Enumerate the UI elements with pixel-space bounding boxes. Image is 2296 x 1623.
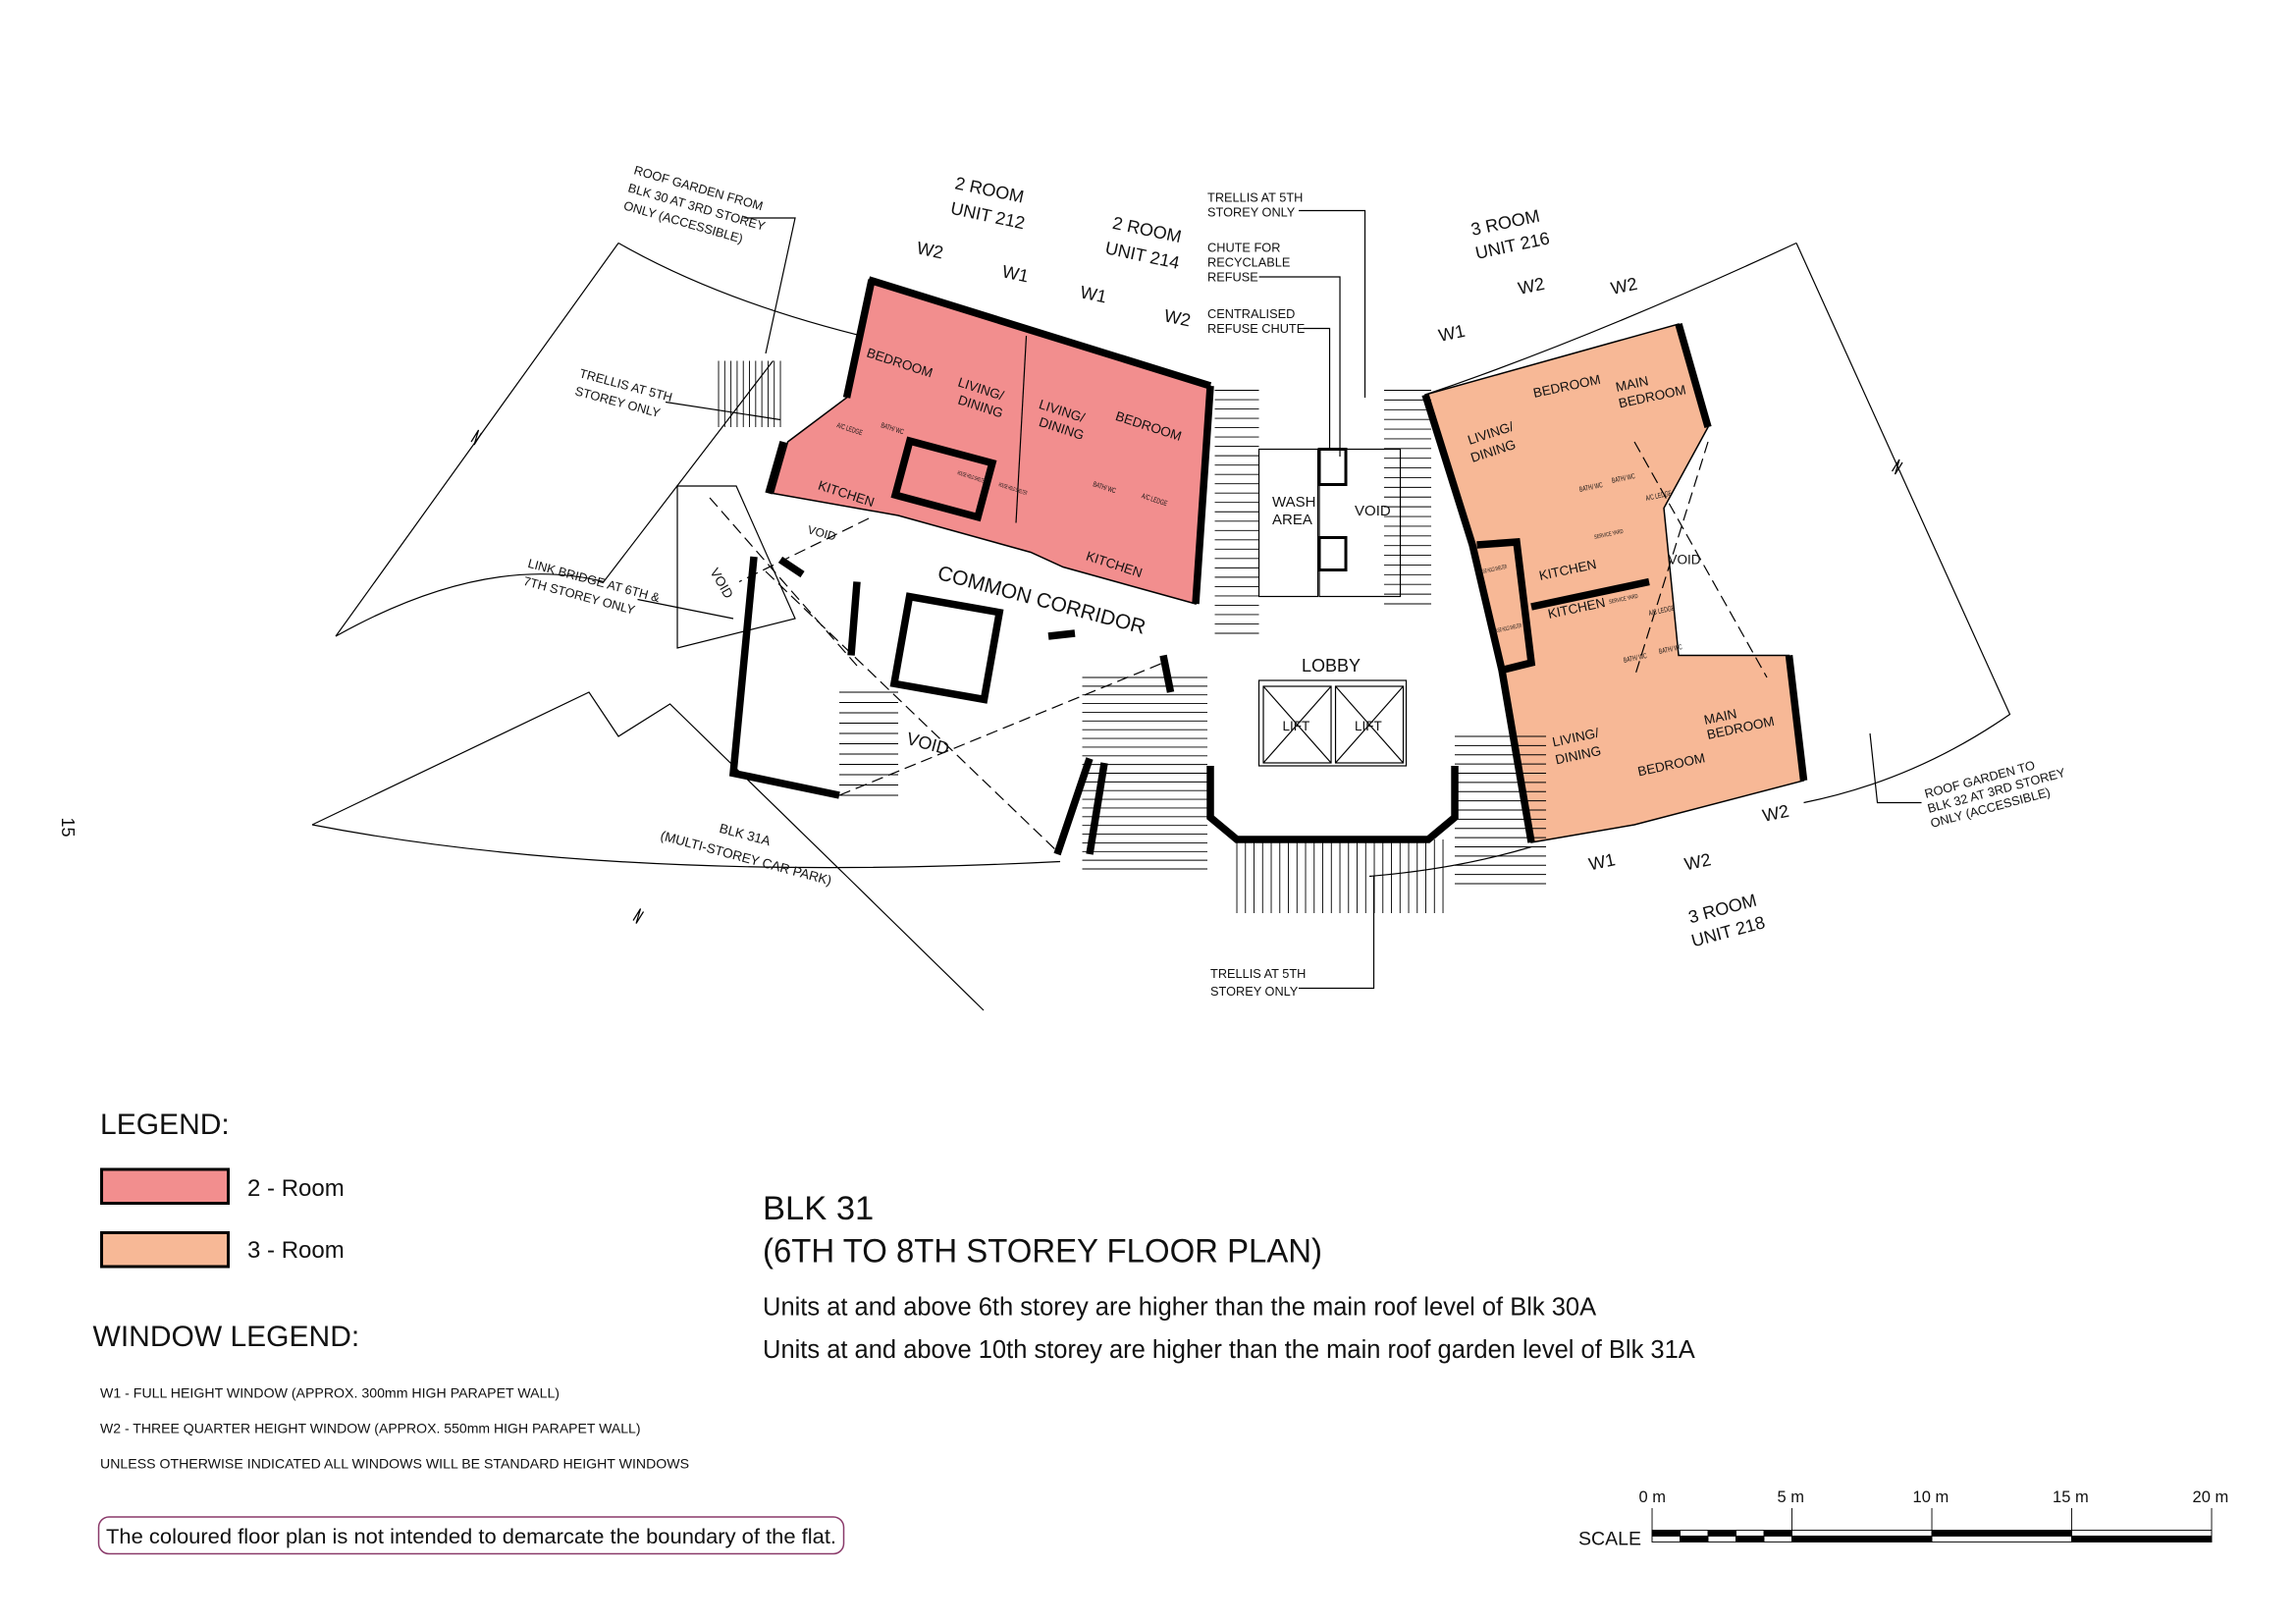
leader-lines xyxy=(637,209,1375,990)
page-number: 15 xyxy=(58,818,78,838)
legend-title: LEGEND: xyxy=(100,1109,230,1141)
plan-label: REFUSE CHUTE xyxy=(1207,321,1305,336)
plan-label: TRELLIS AT 5TH xyxy=(1210,966,1306,981)
plan-label: W1 xyxy=(1000,261,1031,286)
scale-label: SCALE xyxy=(1578,1529,1641,1550)
scale-tick-10: 10 m xyxy=(1913,1488,1949,1506)
scale-segment xyxy=(1791,1536,1933,1542)
plan-label: W2 xyxy=(1162,305,1193,330)
plan-label: MAIN xyxy=(1703,706,1738,728)
scale-bar: SCALE 0 m 5 m 10 m 15 m 20 m xyxy=(1578,1488,2228,1550)
scale-segment xyxy=(1651,1530,1681,1537)
plan-label: TRELLIS AT 5TH xyxy=(1207,190,1303,205)
plan-label: LIFT xyxy=(1283,719,1310,733)
plan-label: AREA xyxy=(1272,512,1312,528)
window-legend-w2: W2 - THREE QUARTER HEIGHT WINDOW (APPROX… xyxy=(100,1422,641,1437)
note-line-1: Units at and above 6th storey are higher… xyxy=(763,1294,1596,1322)
scale-segment xyxy=(1680,1536,1709,1542)
plan-label: MAIN xyxy=(1615,373,1650,395)
plan-label: RECYCLABLE xyxy=(1207,255,1290,270)
legend-label-3-room: 3 - Room xyxy=(247,1237,345,1264)
plan-label: VOID xyxy=(707,566,736,601)
plan-label: LIFT xyxy=(1355,719,1382,733)
plan-label: W2 xyxy=(1682,849,1713,874)
plan-label: W2 xyxy=(1609,274,1639,298)
scale-segment xyxy=(1651,1536,1681,1542)
scale-tick-0: 0 m xyxy=(1639,1488,1667,1506)
legend-label-2-room: 2 - Room xyxy=(247,1175,345,1202)
plan-label: W1 xyxy=(1587,849,1618,874)
plan-label: CENTRALISED xyxy=(1207,306,1295,321)
window-legend-w1: W1 - FULL HEIGHT WINDOW (APPROX. 300mm H… xyxy=(100,1386,560,1402)
scale-segment xyxy=(1707,1530,1736,1537)
scale-segment xyxy=(1707,1536,1736,1542)
note-line-2: Units at and above 10th storey are highe… xyxy=(763,1336,1695,1364)
scale-segment xyxy=(2071,1536,2213,1542)
plan-label: REFUSE xyxy=(1207,270,1258,285)
three-room-units xyxy=(1421,322,1808,843)
floor-plan-subtitle: (6TH TO 8TH STOREY FLOOR PLAN) xyxy=(763,1233,1322,1271)
scale-tick-15: 15 m xyxy=(2053,1488,2089,1506)
block-title: BLK 31 xyxy=(763,1190,874,1227)
plan-label: W1 xyxy=(1079,282,1109,306)
scale-segment xyxy=(1680,1530,1709,1537)
disclaimer-text: The coloured floor plan is not intended … xyxy=(106,1526,836,1548)
plan-label: VOID xyxy=(904,729,951,759)
plan-label: VOID xyxy=(806,522,837,543)
window-legend-title: WINDOW LEGEND: xyxy=(93,1321,360,1353)
plan-label: STOREY ONLY xyxy=(1207,205,1296,220)
scale-segment xyxy=(1735,1530,1765,1537)
plan-label: STOREY ONLY xyxy=(1210,984,1299,999)
plan-label: W2 xyxy=(1517,274,1547,298)
plan-label: W2 xyxy=(1761,801,1791,826)
scale-segment xyxy=(1931,1530,2072,1537)
plan-label: W1 xyxy=(1437,321,1468,346)
plan-label: LOBBY xyxy=(1302,656,1361,676)
legend-swatch-3-room xyxy=(100,1231,231,1269)
plan-label: CHUTE FOR xyxy=(1207,241,1280,255)
scale-segment xyxy=(1763,1530,1792,1537)
scale-segment xyxy=(1791,1530,1933,1537)
building-core xyxy=(676,360,1768,913)
window-legend-standard: UNLESS OTHERWISE INDICATED ALL WINDOWS W… xyxy=(100,1457,689,1473)
scale-tick-20: 20 m xyxy=(2193,1488,2229,1506)
two-room-units xyxy=(765,276,1214,605)
scale-tick-5: 5 m xyxy=(1778,1488,1805,1506)
plan-label: VOID xyxy=(1669,553,1701,568)
plan-label: VOID xyxy=(1355,503,1391,519)
scale-segment xyxy=(2071,1530,2213,1537)
lift-right xyxy=(1334,685,1405,764)
site-boundaries xyxy=(311,242,2011,1011)
scale-segment xyxy=(1735,1536,1765,1542)
plan-label: WASH xyxy=(1272,494,1315,511)
disclaimer-box xyxy=(97,1516,845,1555)
scale-segment xyxy=(1931,1536,2072,1542)
scale-segment xyxy=(1763,1536,1792,1542)
plan-label: W2 xyxy=(915,238,945,262)
lift-left xyxy=(1262,685,1332,764)
legend-swatch-2-room xyxy=(100,1167,231,1205)
